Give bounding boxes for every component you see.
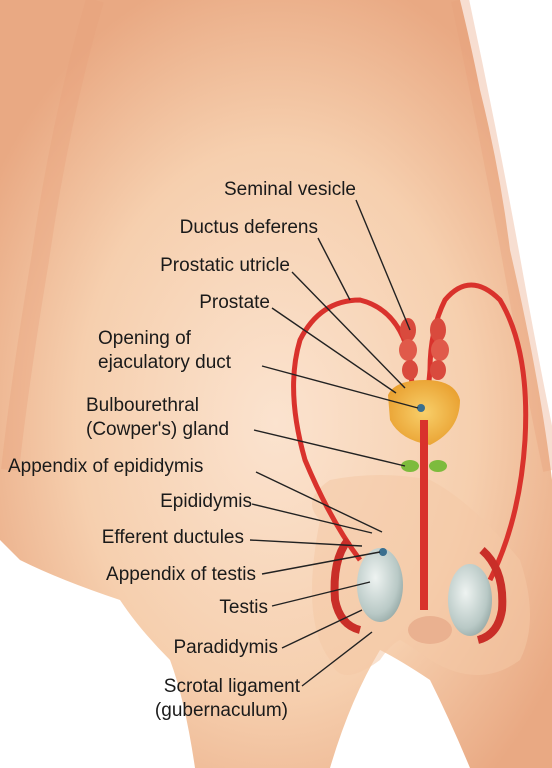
label-opening-line1: Opening of [98,328,191,350]
label-ductus-deferens: Ductus deferens [110,217,318,239]
label-testis: Testis [150,597,268,619]
label-prostate: Prostate [150,292,270,314]
label-seminal-vesicle: Seminal vesicle [150,179,356,201]
label-bulbourethral-line2: (Cowper's) gland [86,419,229,441]
left-testis [357,548,403,622]
label-epididymis: Epididymis [100,491,252,513]
label-opening-line2: ejaculatory duct [98,352,231,374]
label-prostatic-utricle: Prostatic utricle [100,255,290,277]
label-scrotal-line1: Scrotal ligament [120,676,300,698]
penis-tip [408,616,452,644]
label-appendix-testis: Appendix of testis [60,564,256,586]
label-appendix-epididymis: Appendix of epididymis [8,456,203,478]
label-scrotal-line2: (gubernaculum) [120,700,288,722]
label-efferent-ductules: Efferent ductules [60,527,244,549]
bulbourethral-gland-right [429,460,447,472]
label-bulbourethral-line1: Bulbourethral [86,395,199,417]
ejaculatory-duct-opening [417,404,425,412]
right-testis [448,564,492,636]
label-paradidymis: Paradidymis [140,637,278,659]
